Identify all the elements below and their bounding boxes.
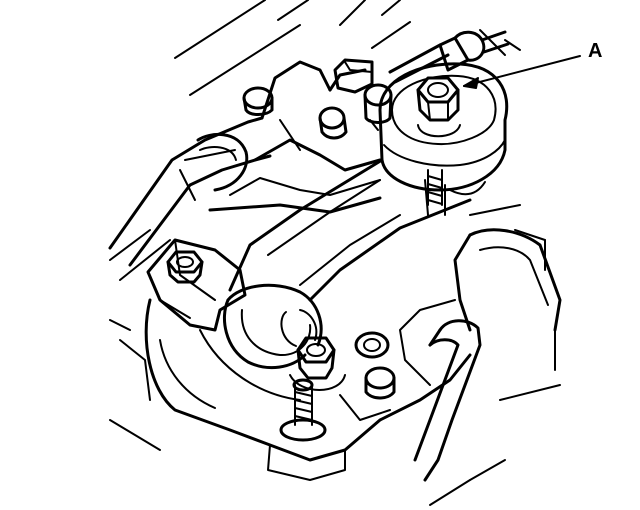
callout-a-label: A xyxy=(588,40,602,62)
background-frame-lines xyxy=(109,0,561,506)
bracket-bolt-small xyxy=(318,106,348,140)
right-housing xyxy=(399,228,562,386)
control-arm xyxy=(228,158,472,302)
bracket-bolt-left xyxy=(166,250,204,284)
bracket-cap-left xyxy=(242,86,274,116)
washer-upper xyxy=(354,331,390,359)
callout-a-leader xyxy=(463,55,581,89)
washer-lower xyxy=(364,366,396,400)
threaded-stud-upper xyxy=(427,169,443,206)
pivot-bolt xyxy=(416,76,461,138)
pivot-housing xyxy=(378,62,509,216)
lower-body xyxy=(109,298,472,481)
lower-center-bolt xyxy=(289,336,346,391)
connector-block xyxy=(333,58,374,94)
bracket-cap-right xyxy=(363,83,393,131)
right-tube xyxy=(413,319,482,482)
threaded-stud-lower xyxy=(279,378,327,442)
